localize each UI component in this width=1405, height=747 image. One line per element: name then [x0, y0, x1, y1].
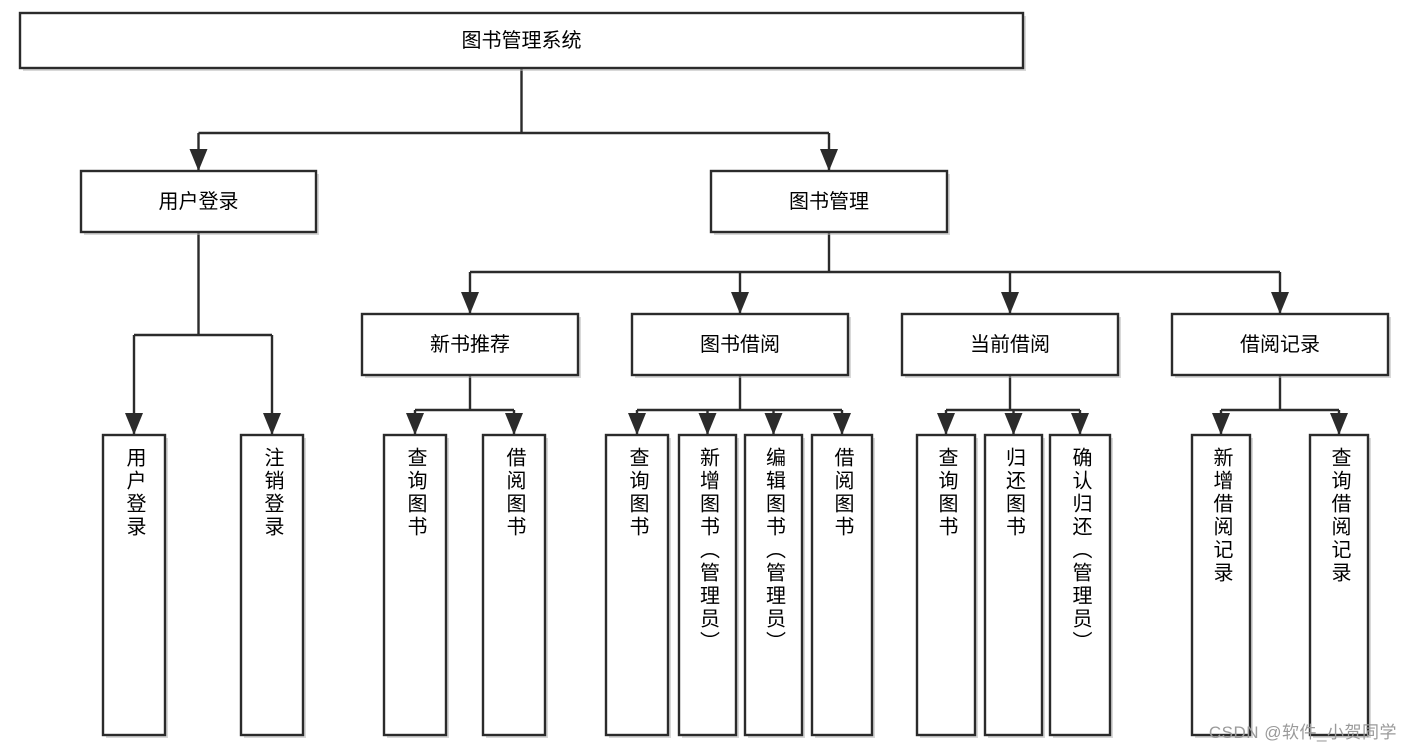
node-l2-借阅记录-3[interactable]: 借阅记录 — [1170, 312, 1391, 378]
node-leaf-新增借阅记录-11[interactable] — [1190, 433, 1253, 738]
node-leaf-查询图书-8[interactable] — [915, 433, 978, 738]
node-l2-新书推荐-0[interactable]: 新书推荐 — [360, 312, 581, 378]
node-l2-图书借阅-1[interactable]: 图书借阅 — [630, 312, 851, 378]
node-label: 借阅记录 — [1240, 333, 1320, 356]
node-label: 图书管理系统 — [462, 29, 582, 52]
node-leaf-查询图书-4[interactable] — [604, 433, 671, 738]
node-leaf-借阅图书-3[interactable] — [481, 433, 548, 738]
node-leaf-确认归还-管理员-10[interactable] — [1048, 433, 1113, 738]
connector-layer — [125, 68, 1348, 435]
node-leaf-新增图书-管理员-5[interactable] — [677, 433, 739, 738]
node-l2-当前借阅-2[interactable]: 当前借阅 — [900, 312, 1121, 378]
node-root-图书管理系统-0[interactable]: 图书管理系统 — [18, 11, 1026, 71]
node-leaf-用户登录-0[interactable] — [101, 433, 168, 738]
node-label: 当前借阅 — [970, 333, 1050, 356]
node-leaf-借阅图书-7[interactable] — [810, 433, 875, 738]
node-leaf-编辑图书-管理员-6[interactable] — [743, 433, 805, 738]
node-leaf-注销登录-1[interactable] — [239, 433, 306, 738]
node-l1-图书管理-1[interactable]: 图书管理 — [709, 169, 950, 235]
node-leaf-查询图书-2[interactable] — [382, 433, 449, 738]
node-label: 用户登录 — [159, 190, 239, 213]
node-label: 图书借阅 — [700, 333, 780, 356]
node-l1-用户登录-0[interactable]: 用户登录 — [79, 169, 319, 235]
csdn-watermark: CSDN @软件_小贺同学 — [1208, 723, 1397, 742]
node-label: 图书管理 — [789, 190, 869, 213]
node-leaf-查询借阅记录-12[interactable] — [1308, 433, 1371, 738]
node-leaf-归还图书-9[interactable] — [983, 433, 1045, 738]
node-label: 新书推荐 — [430, 333, 510, 356]
